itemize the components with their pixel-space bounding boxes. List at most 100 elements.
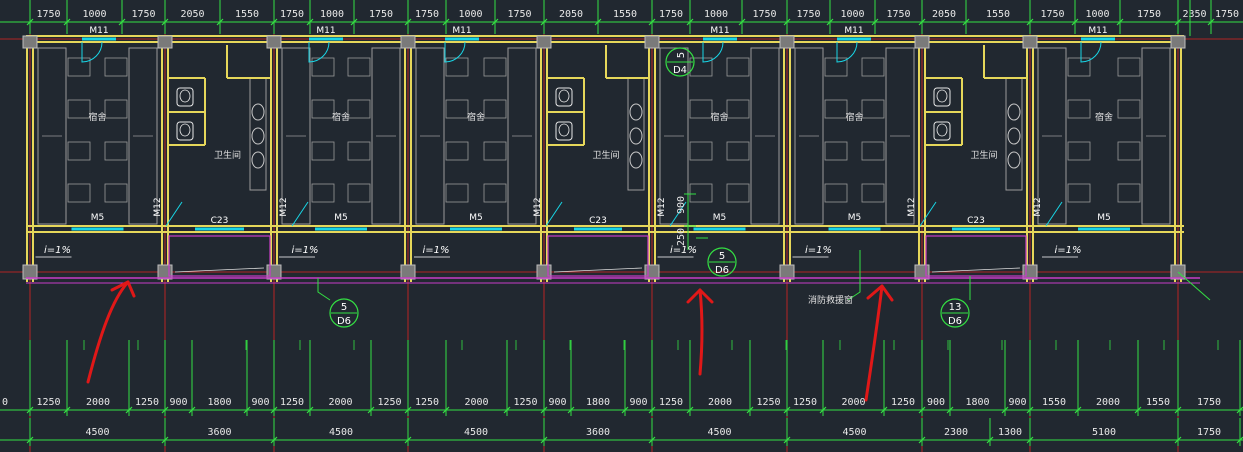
chair — [1117, 183, 1141, 203]
top-dim-slash — [216, 18, 224, 26]
chair — [445, 57, 469, 77]
door-swing — [81, 41, 103, 63]
structural-column — [914, 35, 930, 49]
top-dim-slash — [350, 18, 358, 26]
chair — [311, 57, 335, 77]
bottom-dim-slash — [270, 436, 278, 444]
bed-desk-left — [415, 47, 445, 225]
bed-desk-left — [659, 47, 689, 225]
top-dim-label: 1750 — [369, 9, 393, 20]
structural-column — [536, 264, 552, 280]
bottom-dim-slash — [648, 406, 656, 414]
toilet-bowl — [179, 89, 191, 103]
wash-basin — [1007, 127, 1021, 145]
bottom-dim-slash — [1134, 406, 1142, 414]
top-dim-label: 1000 — [840, 9, 864, 20]
top-dim-label: 1750 — [1040, 9, 1064, 20]
detail-bubble-d6-a[interactable]: 5 D6 — [707, 247, 737, 277]
door-label-m12: M12 — [533, 197, 543, 216]
top-dim-label: 1750 — [752, 9, 776, 20]
structural-column — [400, 35, 416, 49]
bottom-dim-slash — [1236, 406, 1243, 414]
structural-column — [779, 264, 795, 280]
bottom-dim-slash — [918, 406, 926, 414]
structural-column — [157, 35, 173, 49]
bottom-dim-slash — [243, 406, 251, 414]
chair — [311, 141, 335, 161]
room-label-dorm: 宿舍 — [845, 111, 863, 123]
bottom-dim-label: 900 — [548, 397, 566, 408]
bottom-dim-slash — [918, 436, 926, 444]
bottom-dim-slash — [540, 436, 548, 444]
top-dim-slash — [962, 18, 970, 26]
room-label-bathroom: 卫生间 — [214, 149, 241, 161]
top-dim-slash — [442, 18, 450, 26]
chair — [445, 99, 469, 119]
bed-desk-left — [281, 47, 311, 225]
chair — [1117, 141, 1141, 161]
slope-label: i=1% — [670, 245, 697, 256]
toilet-bowl — [558, 123, 570, 137]
bubble-ref: D4 — [673, 65, 687, 76]
bed-desk-right — [507, 47, 537, 225]
bottom-dim-label: 3600 — [207, 427, 231, 438]
chair — [1067, 183, 1091, 203]
bottom-dim-label: 1250 — [756, 397, 780, 408]
edge-line — [1177, 271, 1211, 301]
window-label-c23: C23 — [967, 216, 985, 226]
bubble-ref: D6 — [715, 265, 729, 276]
bubble-num: 5 — [341, 302, 347, 313]
slope-label: i=1% — [44, 245, 71, 256]
room-label-dorm: 宿舍 — [467, 111, 485, 123]
top-dim-slash — [826, 18, 834, 26]
bottom-dim-slash — [1174, 436, 1182, 444]
door-label-m5: M5 — [713, 213, 727, 223]
top-dim-slash — [738, 18, 746, 26]
bottom-dim-slash — [125, 406, 133, 414]
chair — [67, 183, 91, 203]
door-label-m5: M5 — [334, 213, 348, 223]
chair — [104, 57, 128, 77]
top-dim-slash — [648, 18, 656, 26]
wash-basin — [1007, 103, 1021, 121]
chair — [483, 183, 507, 203]
bottom-dim-label: 4500 — [464, 427, 488, 438]
bottom-dim-label: 3600 — [586, 427, 610, 438]
top-dim-label: 1750 — [1215, 9, 1239, 20]
slope-label: i=1% — [805, 245, 832, 256]
bottom-dim-slash — [442, 406, 450, 414]
slope-line — [931, 267, 1021, 273]
top-dim-label: 1000 — [458, 9, 482, 20]
top-dim-label: 1000 — [704, 9, 728, 20]
detail-bubble-d4[interactable]: 5 D4 — [665, 47, 695, 77]
toilet-bowl — [936, 89, 948, 103]
bottom-dim-label: 1250 — [659, 397, 683, 408]
chair — [347, 99, 371, 119]
bottom-dim-label: 4500 — [842, 427, 866, 438]
room-label-dorm: 宿舍 — [710, 111, 728, 123]
chair — [311, 99, 335, 119]
chair — [726, 183, 750, 203]
wash-basin — [629, 127, 643, 145]
dim-900-label: 900 — [676, 196, 687, 214]
bed-desk-left — [37, 47, 67, 225]
bottom-dim-label: 1550 — [1146, 397, 1170, 408]
bottom-dim-label: 4500 — [329, 427, 353, 438]
bottom-dim-label: 2000 — [841, 397, 865, 408]
door-label-m11: M11 — [844, 26, 863, 36]
door-label-m5: M5 — [91, 213, 105, 223]
bottom-dim-slash — [270, 406, 278, 414]
top-dim-slash — [1116, 18, 1124, 26]
detail-bubble-d6-c[interactable]: 13 D6 — [940, 298, 970, 328]
chair — [67, 141, 91, 161]
top-dim-label: 1550 — [613, 9, 637, 20]
chair — [1117, 57, 1141, 77]
slope-line — [174, 267, 265, 273]
detail-bubble-d6-b[interactable]: 5 D6 — [329, 298, 359, 328]
door-swing — [444, 41, 466, 63]
top-dim-slash — [118, 18, 126, 26]
bottom-dim-label: 900 — [1008, 397, 1026, 408]
chair — [347, 57, 371, 77]
